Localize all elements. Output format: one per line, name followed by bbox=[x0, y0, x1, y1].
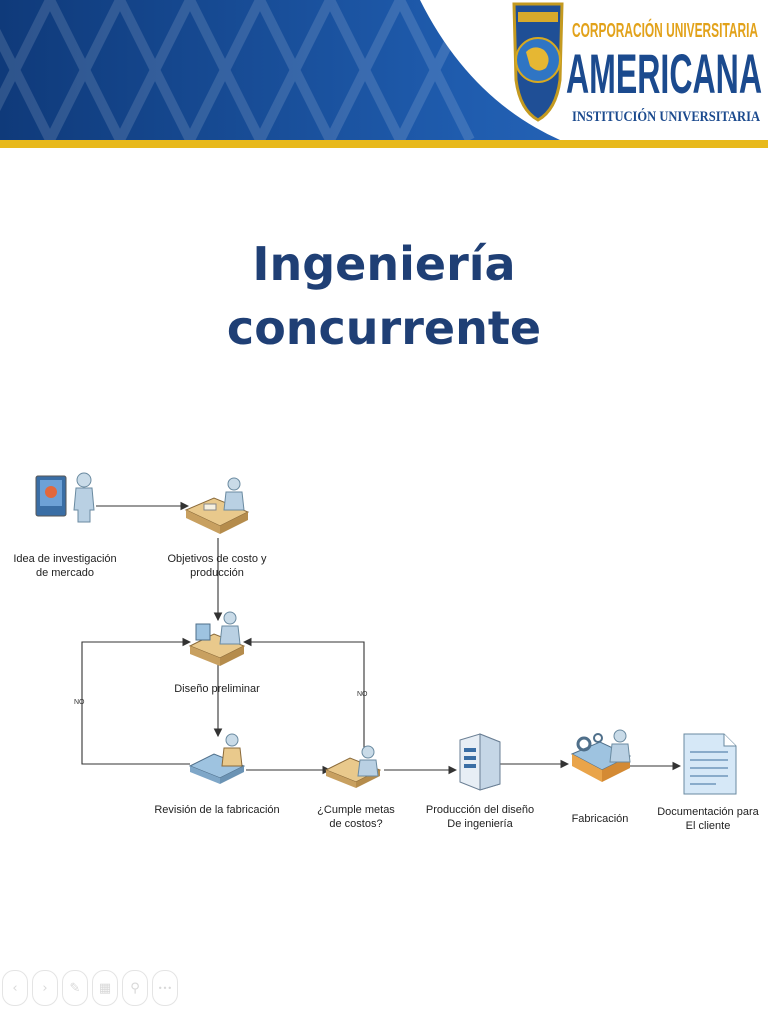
node-label-revision: Revisión de la fabricación bbox=[140, 803, 294, 817]
diagram-connectors bbox=[81, 501, 682, 775]
viewer-toolbar: ‹ › ✎ ▦ ⚲ ••• bbox=[2, 970, 178, 1006]
logo-line2: AMERICANA bbox=[566, 42, 762, 105]
node-label-produccion-line2: De ingeniería bbox=[447, 818, 513, 830]
pen-tool-button[interactable]: ✎ bbox=[62, 970, 88, 1006]
slide-title: Ingeniería concurrente bbox=[0, 232, 768, 360]
server-icon bbox=[459, 733, 501, 791]
slides-grid-button[interactable]: ▦ bbox=[92, 970, 118, 1006]
arrow-loop-right bbox=[242, 637, 365, 752]
node-label-produccion-line1: Producción del diseño bbox=[425, 804, 535, 816]
document-icon bbox=[683, 733, 737, 795]
prev-slide-button[interactable]: ‹ bbox=[2, 970, 28, 1006]
node-label-idea-line1: Idea de investigación bbox=[13, 553, 117, 565]
node-label-fabricacion-line1: Fabricación bbox=[571, 813, 629, 825]
person-at-desk-icon bbox=[184, 477, 250, 534]
node-label-objetivos-line1: Objetivos de costo y bbox=[167, 553, 267, 565]
node-label-objetivos-line2: producción bbox=[190, 567, 244, 579]
node-label-fabricacion: Fabricación bbox=[558, 812, 642, 826]
node-label-idea-line2: de mercado bbox=[35, 567, 95, 579]
node-label-revision-line1: Revisión de la fabricación bbox=[154, 804, 280, 816]
arrow-loop-left bbox=[81, 637, 192, 765]
node-label-produccion: Producción del diseño De ingeniería bbox=[412, 803, 548, 831]
node-label-cumple-line2: de costos? bbox=[329, 818, 383, 830]
person-at-desk-icon-revision bbox=[188, 733, 246, 784]
title-line-1: Ingeniería bbox=[252, 237, 516, 291]
header-banner: CORPORACIÓN UNIVERSITARIA AMERICANA INST… bbox=[0, 0, 768, 150]
node-label-objetivos: Objetivos de costo y producción bbox=[150, 552, 284, 580]
logo-line3: INSTITUCIÓN UNIVERSITARIA bbox=[572, 108, 760, 125]
header-gold-stripe bbox=[0, 140, 768, 148]
node-label-diseno-line1: Diseño preliminar bbox=[174, 683, 260, 695]
more-options-button[interactable]: ••• bbox=[152, 970, 178, 1006]
node-label-diseno: Diseño preliminar bbox=[150, 682, 284, 696]
person-at-screen-icon bbox=[35, 472, 95, 523]
node-label-cumple-line1: ¿Cumple metas bbox=[317, 804, 395, 816]
person-at-workstation-icon bbox=[188, 611, 246, 666]
node-label-cumple: ¿Cumple metas de costos? bbox=[304, 803, 408, 831]
factory-worker-icon bbox=[570, 729, 632, 782]
university-seal-icon bbox=[512, 2, 564, 122]
title-line-2: concurrente bbox=[226, 301, 542, 355]
header-white-curve bbox=[420, 0, 768, 140]
loop-label-right: NO bbox=[357, 691, 368, 698]
next-slide-button[interactable]: › bbox=[32, 970, 58, 1006]
node-label-documentacion-line2: El cliente bbox=[685, 820, 731, 832]
person-at-desk-icon-cumple bbox=[324, 745, 382, 788]
node-label-idea: Idea de investigación de mercado bbox=[0, 552, 130, 580]
logo-line1: CORPORACIÓN UNIVERSITARIA bbox=[572, 18, 758, 42]
zoom-button[interactable]: ⚲ bbox=[122, 970, 148, 1006]
diagram-canvas bbox=[35, 472, 737, 795]
process-diagram: Idea de investigación de mercado Objetiv… bbox=[0, 440, 768, 860]
node-label-documentacion-line1: Documentación para bbox=[657, 806, 759, 818]
header-diamond-pattern bbox=[0, 0, 475, 150]
loop-label-left: NO bbox=[74, 699, 85, 706]
node-label-documentacion: Documentación para El cliente bbox=[648, 805, 768, 833]
